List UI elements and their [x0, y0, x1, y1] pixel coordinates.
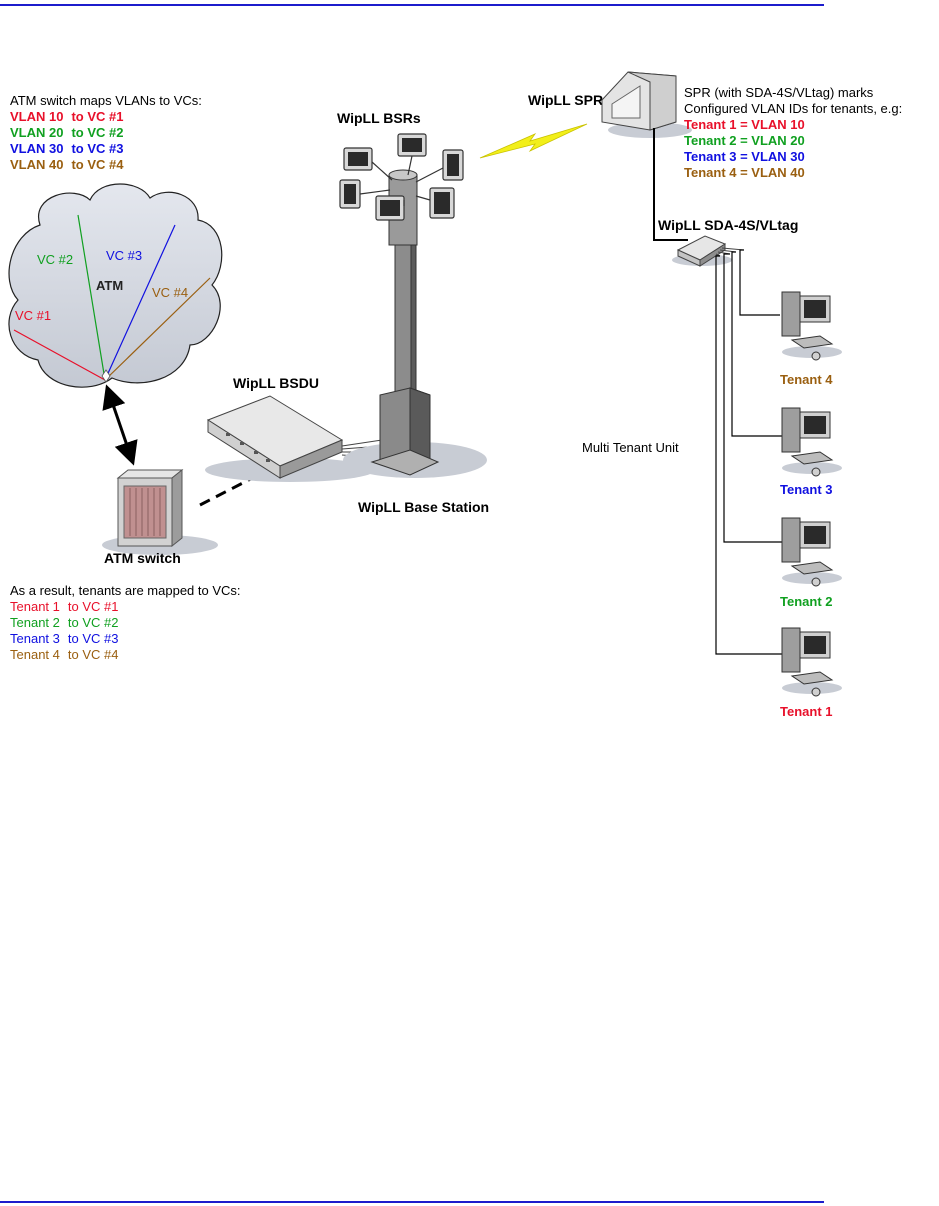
atm-label: ATM	[96, 278, 123, 293]
tenant-3-pc	[781, 407, 842, 477]
top-rule	[0, 4, 824, 6]
sda-icon	[672, 235, 745, 267]
spr-note-row-4: Tenant 4 = VLAN 40	[684, 165, 805, 180]
wireless-link-icon	[479, 123, 588, 159]
bsdu-label: WipLL BSDU	[233, 375, 319, 391]
vc4-line	[104, 277, 211, 381]
tenant-1-label: Tenant 1	[780, 704, 833, 719]
vc4-label: VC #4	[152, 285, 188, 300]
vc2-line	[77, 214, 106, 381]
multi-tenant-unit-label: Multi Tenant Unit	[582, 440, 679, 455]
vc1-label: VC #1	[15, 308, 51, 323]
spr-note-line2: Configured VLAN IDs for tenants, e.g:	[684, 101, 902, 116]
tenant-3-label: Tenant 3	[780, 482, 833, 497]
tenant-2-label: Tenant 2	[780, 594, 833, 609]
spr-note-row-3: Tenant 3 = VLAN 30	[684, 149, 805, 164]
vc1-line	[13, 329, 106, 381]
tenant-1-pc	[781, 627, 842, 697]
bsrs-label: WipLL BSRs	[337, 110, 421, 126]
atm-switch-label: ATM switch	[104, 550, 181, 566]
spr-sda-link	[653, 128, 688, 241]
spr-icon	[601, 71, 692, 138]
atm-switch-icon	[102, 468, 218, 555]
base-station-tower	[339, 133, 487, 478]
sda-label: WipLL SDA-4S/VLtag	[658, 217, 798, 233]
base-station-label: WipLL Base Station	[358, 499, 489, 515]
atm-mapping-heading: ATM switch maps VLANs to VCs:	[10, 93, 202, 108]
cloud-switch-arrow	[102, 384, 138, 466]
tenant-4-pc	[781, 291, 842, 361]
bottom-rule	[0, 1201, 824, 1203]
atm-cloud: VC #2 VC #3 ATM VC #4 VC #1	[8, 183, 223, 388]
spr-label: WipLL SPR	[528, 92, 603, 108]
vc3-line	[104, 224, 176, 381]
result-heading: As a result, tenants are mapped to VCs:	[10, 583, 241, 598]
vc3-label: VC #3	[106, 248, 142, 263]
tenant-2-pc	[781, 517, 842, 587]
tenant-cabling	[715, 249, 782, 655]
spr-note-line1: SPR (with SDA-4S/VLtag) marks	[684, 85, 874, 100]
spr-note-row-1: Tenant 1 = VLAN 10	[684, 117, 805, 132]
bsdu-icon	[205, 395, 383, 482]
result-block: As a result, tenants are mapped to VCs: …	[10, 583, 241, 662]
spr-note-row-2: Tenant 2 = VLAN 20	[684, 133, 805, 148]
tenant-4-label: Tenant 4	[780, 372, 833, 387]
vc2-label: VC #2	[37, 252, 73, 267]
spr-note: SPR (with SDA-4S/VLtag) marks Configured…	[684, 85, 902, 180]
